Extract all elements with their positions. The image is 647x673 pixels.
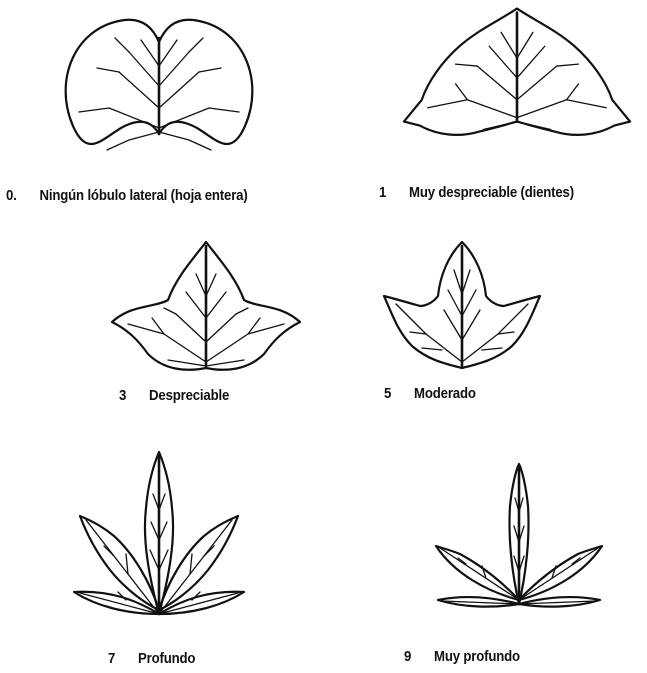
deep-lobed-leaf-icon <box>72 450 246 622</box>
scale-item-5-caption: 5 Moderado <box>384 385 476 402</box>
toothed-leaf-icon <box>398 4 636 146</box>
scale-item-0-number: 0. <box>6 187 17 204</box>
scale-item-7-label: Profundo <box>138 650 195 667</box>
scale-item-3-number: 3 <box>119 387 126 404</box>
scale-item-1-label: Muy despreciable (dientes) <box>409 184 574 201</box>
scale-item-5-label: Moderado <box>414 385 476 402</box>
scale-item-0-caption: 0. Ningún lóbulo lateral (hoja entera) <box>6 187 248 204</box>
scale-item-9-number: 9 <box>404 648 411 665</box>
entire-leaf-icon <box>58 8 260 168</box>
scale-item-1-caption: 1 Muy despreciable (dientes) <box>379 184 574 201</box>
scale-item-9-label: Muy profundo <box>434 648 520 665</box>
scale-item-3-label: Despreciable <box>149 387 229 404</box>
very-deep-lobed-leaf-icon <box>432 462 606 612</box>
scale-item-7-number: 7 <box>108 650 115 667</box>
slight-lobed-leaf-icon <box>108 238 304 378</box>
scale-item-7-caption: 7 Profundo <box>108 650 195 667</box>
scale-item-0-label: Ningún lóbulo lateral (hoja entera) <box>40 187 248 204</box>
scale-item-5-number: 5 <box>384 385 391 402</box>
scale-item-1-number: 1 <box>379 184 386 201</box>
scale-item-3-caption: 3 Despreciable <box>119 387 229 404</box>
scale-item-9-caption: 9 Muy profundo <box>404 648 520 665</box>
moderate-lobed-leaf-icon <box>382 240 542 374</box>
